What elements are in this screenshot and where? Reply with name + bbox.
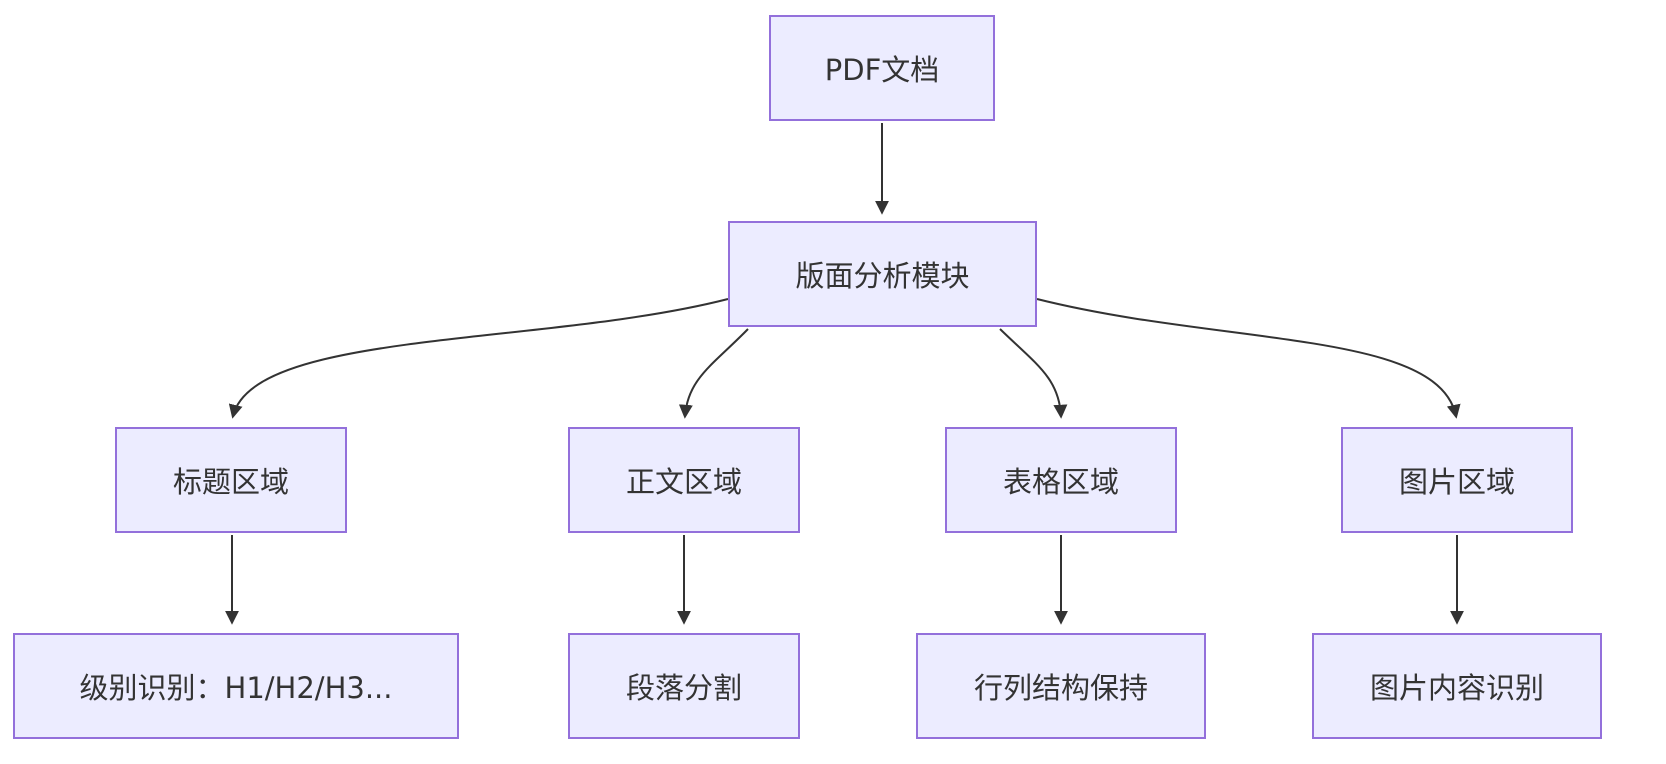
node-paragraph-segmentation-label: 段落分割 [625, 671, 742, 705]
node-pdf-document-label: PDF文档 [824, 53, 940, 87]
node-pdf-document: PDF文档 [769, 15, 995, 121]
node-image-area-label: 图片区域 [1398, 465, 1515, 499]
node-layout-analysis-module: 版面分析模块 [728, 221, 1037, 327]
node-body-text-area-label: 正文区域 [625, 465, 742, 499]
edge-layout-to-title-area [228, 298, 729, 419]
node-paragraph-segmentation: 段落分割 [568, 633, 800, 739]
node-rowcol-structure-keep: 行列结构保持 [916, 633, 1206, 739]
node-table-area-label: 表格区域 [1002, 465, 1119, 499]
edge-layout-to-table-area [999, 328, 1068, 419]
node-image-content-recognition-label: 图片内容识别 [1369, 671, 1544, 705]
node-level-recognition-label: 级别识别：H1/H2/H3... [79, 671, 393, 705]
node-title-area-label: 标题区域 [172, 465, 289, 499]
node-image-content-recognition: 图片内容识别 [1312, 633, 1602, 739]
edge-layout-to-body-area [678, 328, 749, 419]
node-image-area: 图片区域 [1341, 427, 1573, 533]
node-body-text-area: 正文区域 [568, 427, 800, 533]
node-layout-analysis-module-label: 版面分析模块 [795, 259, 970, 293]
node-rowcol-structure-keep-label: 行列结构保持 [973, 671, 1148, 705]
edge-layout-to-image-area [1036, 298, 1461, 419]
node-title-area: 标题区域 [115, 427, 347, 533]
node-level-recognition: 级别识别：H1/H2/H3... [13, 633, 459, 739]
node-table-area: 表格区域 [945, 427, 1177, 533]
